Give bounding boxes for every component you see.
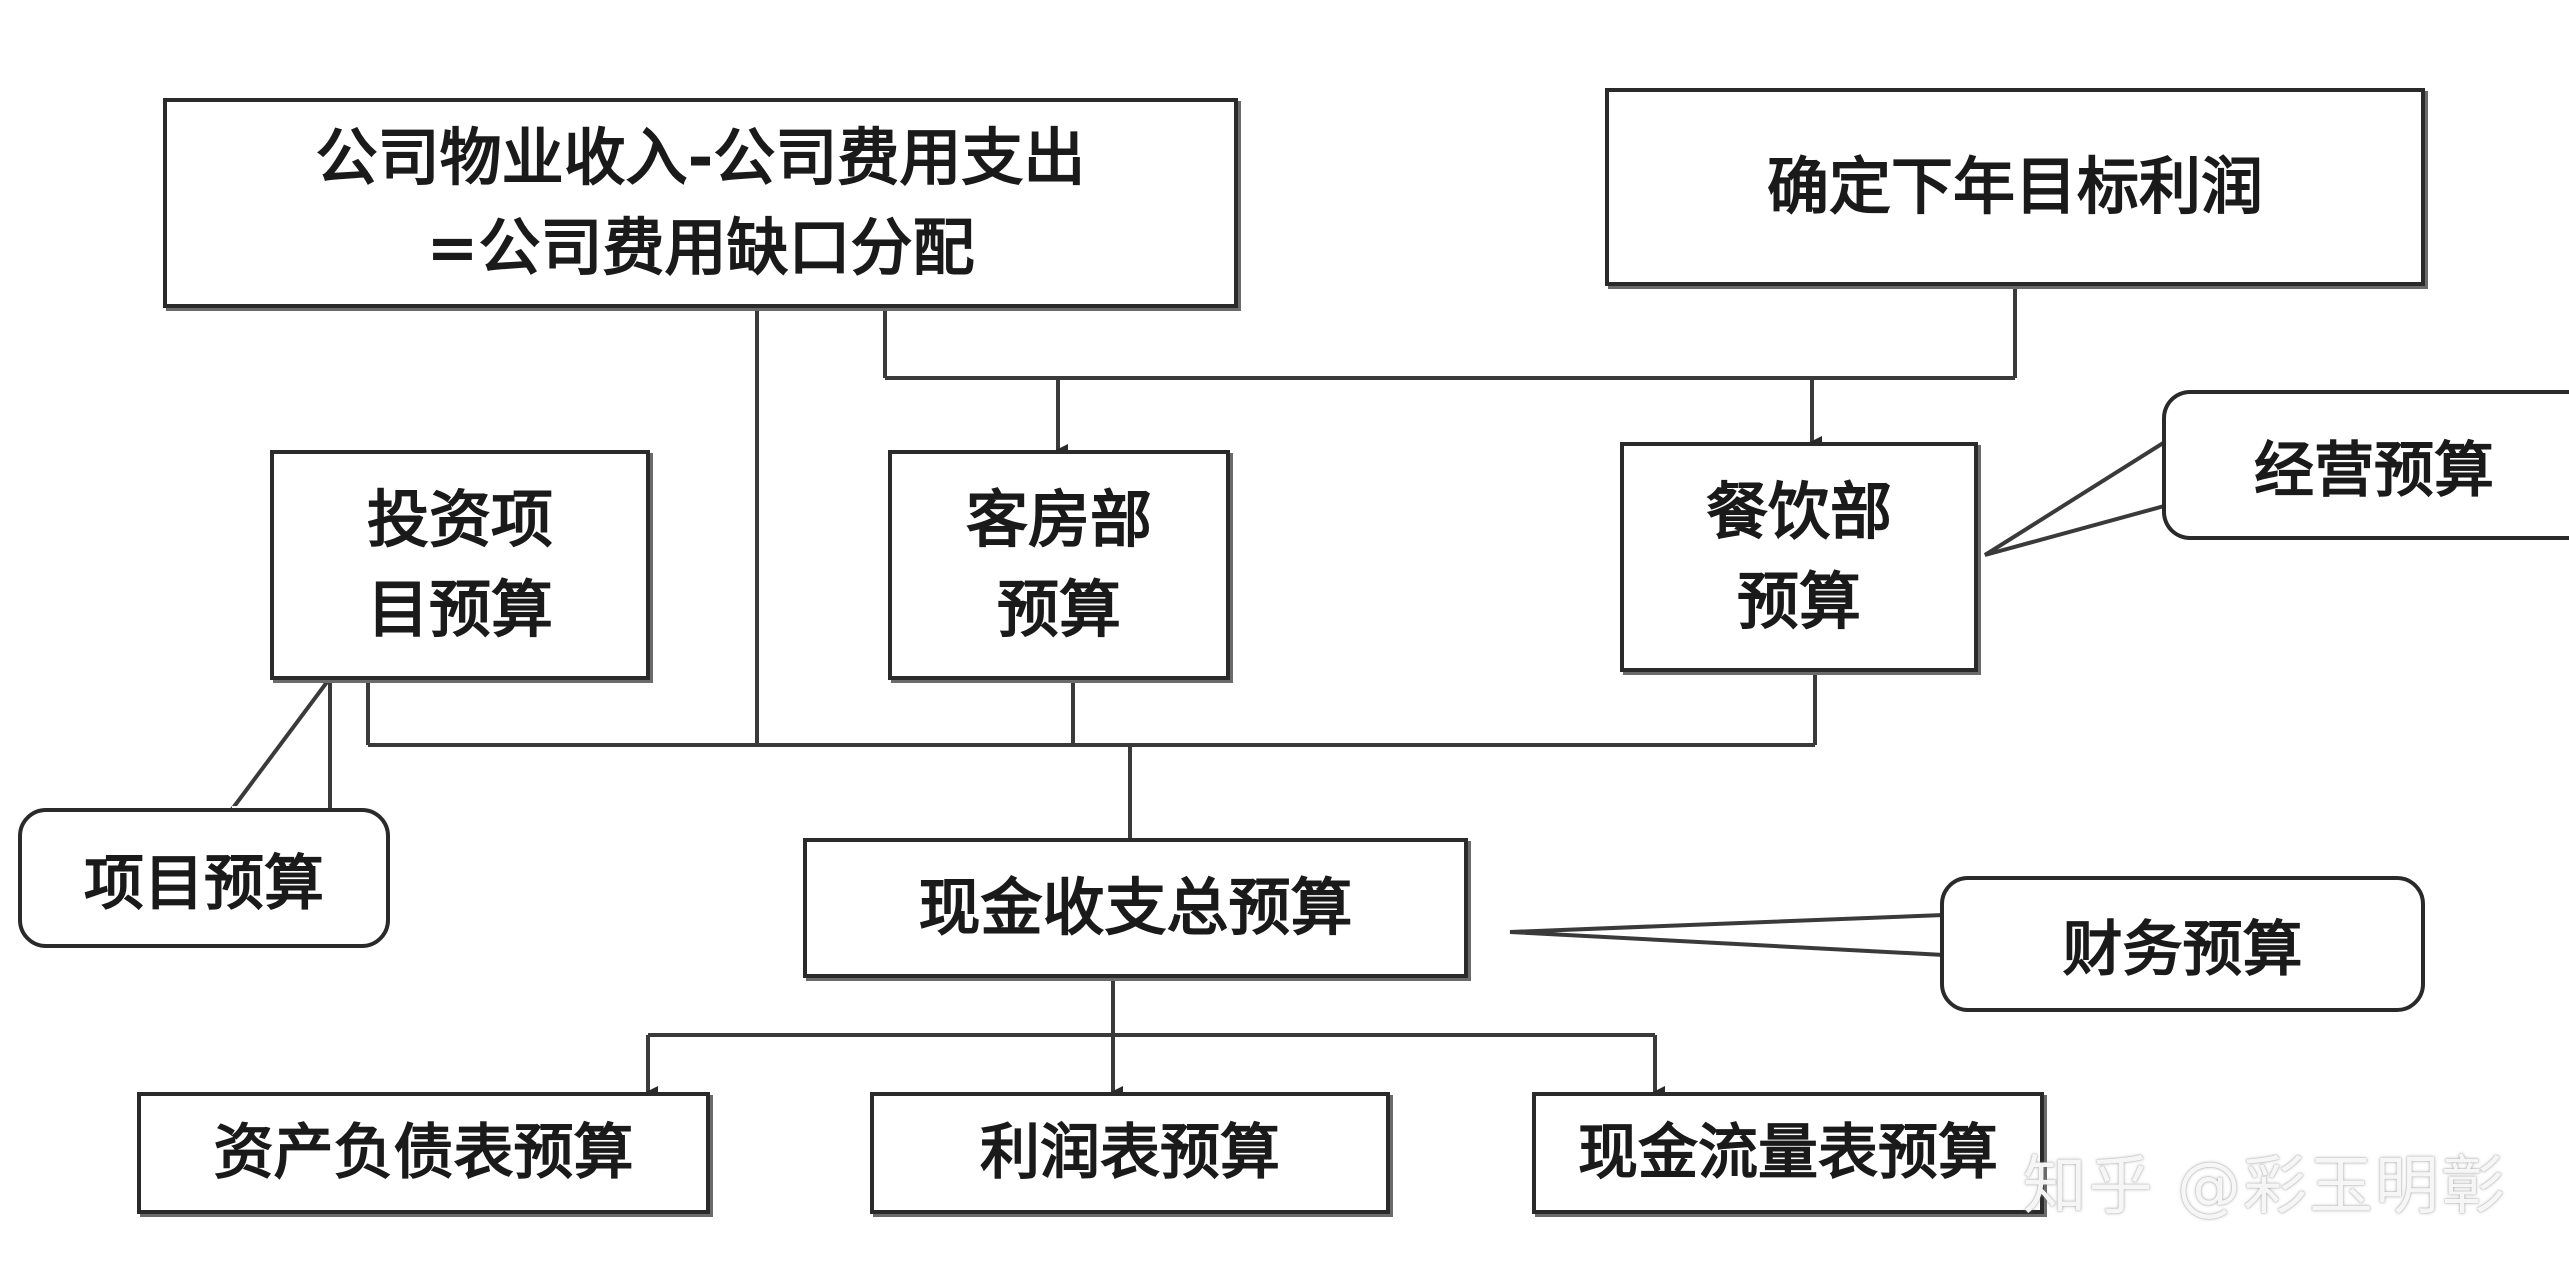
balance-line-1: 资产负债表预算 bbox=[213, 1117, 634, 1188]
fnb-line-2: 预算 bbox=[1736, 565, 1861, 638]
balance-sheet-budget-box: 资产负债表预算 bbox=[137, 1092, 710, 1214]
financial-budget-callout: 财务预算 bbox=[1940, 876, 2425, 1012]
income-line-1: 利润表预算 bbox=[980, 1117, 1280, 1188]
callout-financial-pointer bbox=[1509, 913, 1945, 957]
fnb-line-1: 餐饮部 bbox=[1705, 475, 1892, 549]
revenue-line-1: 公司物业收入-公司费用支出 bbox=[315, 121, 1086, 195]
invest-line-1: 投资项 bbox=[366, 483, 553, 557]
project-budget-callout: 项目预算 bbox=[18, 808, 390, 948]
revenue-line-2: =公司费用缺口分配 bbox=[426, 211, 975, 284]
target-line-1: 确定下年目标利润 bbox=[1766, 150, 2263, 224]
target-profit-box: 确定下年目标利润 bbox=[1605, 88, 2425, 286]
invest-line-2: 目预算 bbox=[366, 573, 553, 646]
operating-budget-callout: 经营预算 bbox=[2162, 390, 2569, 540]
revenue-allocation-box: 公司物业收入-公司费用支出 =公司费用缺口分配 bbox=[163, 98, 1238, 308]
rooms-budget-box: 客房部 预算 bbox=[888, 450, 1230, 680]
callout-operating-pointer bbox=[1983, 438, 2170, 557]
investment-budget-box: 投资项 目预算 bbox=[270, 450, 650, 680]
rooms-line-2: 预算 bbox=[996, 573, 1121, 646]
cashflow-statement-budget-box: 现金流量表预算 bbox=[1532, 1092, 2044, 1214]
cash-budget-box: 现金收支总预算 bbox=[803, 838, 1468, 978]
cash-line-1: 现金收支总预算 bbox=[918, 871, 1353, 945]
rooms-line-1: 客房部 bbox=[965, 483, 1152, 557]
cashflow-line-1: 现金流量表预算 bbox=[1578, 1117, 1998, 1188]
callout-project-pointer bbox=[228, 671, 332, 814]
fnb-budget-box: 餐饮部 预算 bbox=[1620, 442, 1978, 672]
watermark-text: 知乎 @彩玉明彰 bbox=[2022, 1150, 2507, 1224]
income-statement-budget-box: 利润表预算 bbox=[870, 1092, 1390, 1214]
